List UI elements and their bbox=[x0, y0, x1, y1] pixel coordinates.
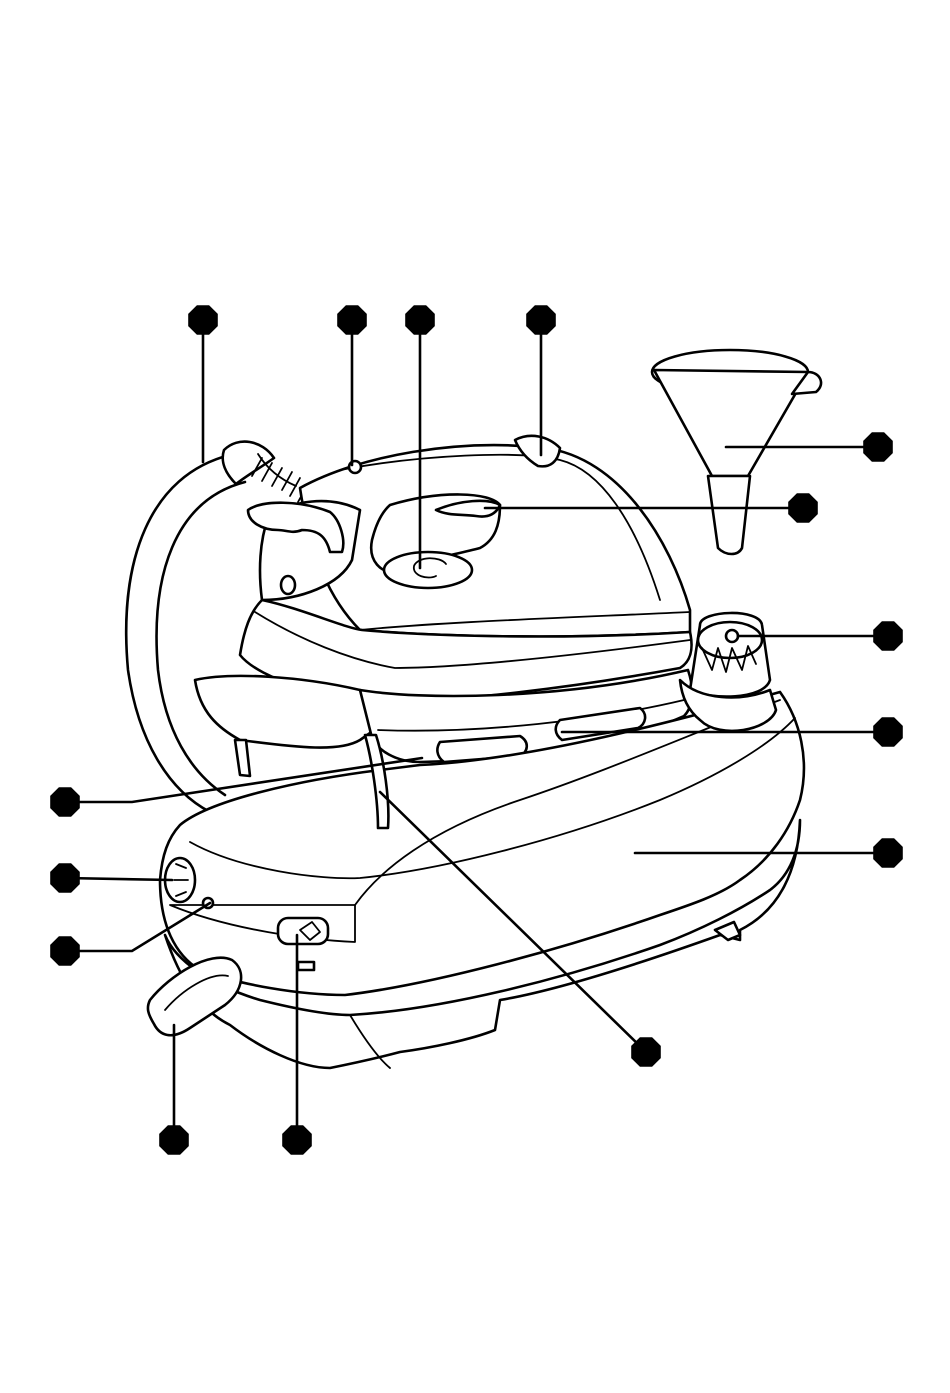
callout-steam-light-marker bbox=[337, 305, 367, 335]
callout-iron-tip-marker bbox=[50, 787, 80, 817]
funnel bbox=[652, 350, 821, 554]
callout-tank-cap-marker bbox=[873, 621, 903, 651]
callout-cord-handle-marker bbox=[159, 1125, 189, 1155]
callout-iron-trigger-marker bbox=[788, 493, 818, 523]
callout-iron-rear-marker bbox=[526, 305, 556, 335]
callout-iron-rest-marker bbox=[873, 717, 903, 747]
callout-iron-lock-marker bbox=[631, 1037, 661, 1067]
callout-base-marker bbox=[873, 838, 903, 868]
iron bbox=[195, 436, 692, 762]
callout-funnel-marker bbox=[863, 432, 893, 462]
callout-indicator-light-marker bbox=[50, 936, 80, 966]
callout-hose-marker bbox=[188, 305, 218, 335]
callout-power-switch-marker bbox=[282, 1125, 312, 1155]
callout-steam-button-marker bbox=[405, 305, 435, 335]
callout-temperature-dial-marker bbox=[50, 863, 80, 893]
